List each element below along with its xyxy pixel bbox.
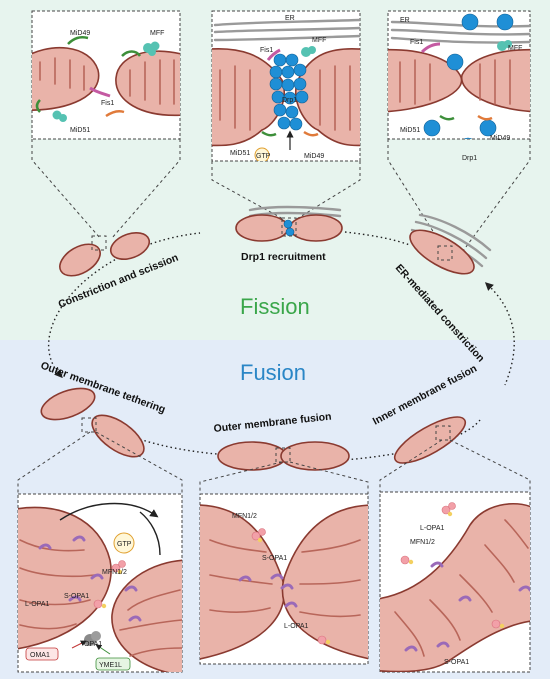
label-mff: MFF [312,37,326,44]
panel-tethering: GTP MFN1/2 S-OPA1 L-OPA1 OPA1 OMA1 YME1L [17,493,183,673]
label-mfn: MFN1/2 [410,539,435,546]
label-mid49: MiD49 [304,153,324,160]
yme1l-badge [95,657,131,671]
zoom-connectors-bottom [17,431,531,494]
mitochondrion [32,46,100,111]
label-s-opa1: S-OPA1 [64,593,89,600]
label-yme1l: YME1L [99,662,122,669]
label-mfn: MFN1/2 [102,569,127,576]
panel-er-constriction: ER Fis1 MFF MiD51 Drp1 MiD49 [387,10,531,162]
label-mid49: MiD49 [70,30,90,37]
label-oma1: OMA1 [30,652,50,659]
label-fis1: Fis1 [260,47,273,54]
label-fis1: Fis1 [410,39,423,46]
label-er: ER [285,15,295,22]
label-mid51: MiD51 [70,127,90,134]
mitochondrion [388,48,463,113]
label-l-opa1: L-OPA1 [25,601,49,608]
mfn-protein [111,560,126,575]
label-opa1: OPA1 [84,641,102,648]
fusion-title: Fusion [240,360,306,385]
mito-im-fusion-small [393,416,467,464]
mid51-protein [52,110,67,122]
mitochondrion [380,503,530,672]
label-mid51: MiD51 [400,127,420,134]
label-s-opa1: S-OPA1 [262,555,287,562]
label-fis1: Fis1 [101,100,114,107]
label-gtp: GTP [117,541,132,548]
opa1-protein [84,631,101,646]
fission-title: Fission [240,294,310,319]
label-gtp: GTP [256,153,271,160]
fis1-protein [89,86,111,98]
label-l-opa1: L-OPA1 [284,623,308,630]
label-er: ER [400,17,410,24]
label-mfn: MFN1/2 [232,513,257,520]
mitochondrion [281,504,368,660]
stage-drp1-recruitment: Drp1 recruitment [241,251,326,263]
zoom-connectors-top [31,139,531,256]
mito-er-small [409,213,492,275]
label-drp1: Drp1 [462,155,477,162]
mff-protein [143,41,160,56]
label-mff: MFF [150,30,164,37]
label-mff: MFF [508,45,522,52]
gtp-icon [254,147,270,161]
mitochondrion [460,48,530,113]
panel-drp1-recruitment: ER Fis1 MFF Drp1 MiD51 GTP MiD49 [211,10,361,162]
panel-om-fusion: MFN1/2 S-OPA1 L-OPA1 [199,493,369,665]
panel-im-fusion: L-OPA1 MFN1/2 S-OPA1 [379,491,531,673]
drp1-ring [269,53,309,131]
gtp-icon [113,532,135,554]
label-l-opa1: L-OPA1 [420,525,444,532]
mitochondrion [18,506,112,650]
mito-tethering-small [40,387,145,458]
mid49-protein [67,36,89,45]
label-s-opa1: S-OPA1 [444,659,469,666]
panel-fission-scission: MiD49 MFF Fis1 MiD51 [31,10,181,140]
mitochondrion [295,48,360,147]
mito-om-fusion-small [217,441,350,471]
label-mid51: MiD51 [230,150,250,157]
oma1-badge [25,647,59,661]
mito-scission-small [59,232,151,277]
label-drp1: Drp1 [282,97,297,104]
label-mid49: MiD49 [490,135,510,142]
mito-recruitment-small [235,205,343,242]
